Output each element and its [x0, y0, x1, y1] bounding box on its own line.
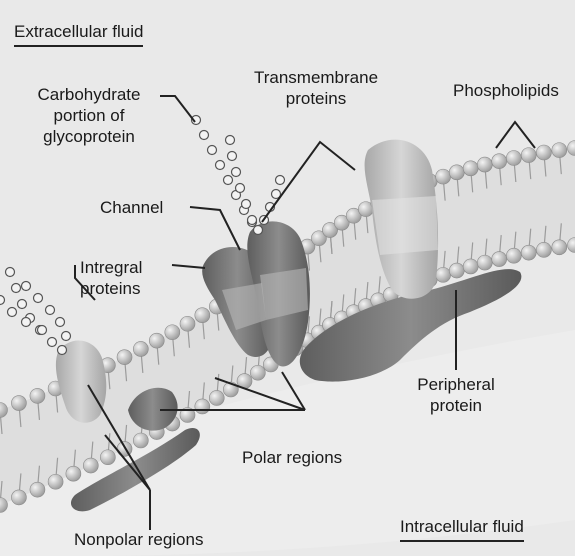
carbohydrate-bead [38, 326, 47, 335]
phospholipid-head [492, 252, 507, 267]
carbohydrate-bead [62, 332, 71, 341]
carbohydrate-bead [216, 161, 225, 170]
carbohydrate-bead [18, 300, 27, 309]
phospholipid-head [536, 145, 551, 160]
phospholipid-head [11, 490, 26, 505]
phospholipid-head [463, 161, 478, 176]
phospholipid-head [521, 245, 536, 260]
integral-proteins-label: Intregral proteins [80, 257, 142, 299]
carbohydrate-label-line1: Carbohydrate [18, 84, 160, 105]
carbohydrate-bead [254, 226, 263, 235]
carbohydrate-bead [46, 306, 55, 315]
carbohydrate-bead [226, 136, 235, 145]
phospholipid-head [117, 350, 132, 365]
carbohydrate-bead [56, 318, 65, 327]
phospholipid-head [250, 365, 265, 380]
phospholipid-head [100, 450, 115, 465]
integral-label-line2: proteins [80, 278, 142, 299]
channel-label: Channel [100, 197, 163, 218]
carbohydrate-bead [276, 176, 285, 185]
phospholipid-head [449, 165, 464, 180]
phospholipid-head [449, 263, 464, 278]
carbohydrate-bead [6, 268, 15, 277]
carbohydrate-bead [0, 296, 5, 305]
nonpolar-regions-label: Nonpolar regions [74, 529, 203, 550]
phospholipid-head [30, 388, 45, 403]
phospholipid-head [165, 325, 180, 340]
transmembrane-label: Transmembrane proteins [232, 67, 400, 109]
carbohydrate-bead [236, 184, 245, 193]
phospholipids-label: Phospholipids [453, 80, 559, 101]
carbohydrate-label-line2: portion of [18, 105, 160, 126]
phospholipid-head [209, 390, 224, 405]
phospholipid-head [552, 240, 567, 255]
phospholipid-head [492, 154, 507, 169]
phospholipid-head [463, 259, 478, 274]
carbohydrate-bead [8, 308, 17, 317]
phospholipid-head [477, 157, 492, 172]
transmembrane-label-line1: Transmembrane [232, 67, 400, 88]
phospholipid-head [195, 399, 210, 414]
phospholipid-head [66, 466, 81, 481]
carbohydrate-bead [200, 131, 209, 140]
carbohydrate-bead [248, 216, 257, 225]
peripheral-protein-label: Peripheral protein [400, 374, 512, 416]
carbohydrate-bead [224, 176, 233, 185]
extracellular-fluid-label: Extracellular fluid [14, 21, 143, 47]
polar-regions-label: Polar regions [242, 447, 342, 468]
peripheral-label-line1: Peripheral [400, 374, 512, 395]
phospholipid-head [436, 267, 451, 282]
phospholipid-head [521, 148, 536, 163]
phospholipid-head [133, 341, 148, 356]
carbohydrate-bead [48, 338, 57, 347]
carbohydrate-bead [34, 294, 43, 303]
carbohydrate-bead [228, 152, 237, 161]
carbohydrate-bead [242, 200, 251, 209]
phospholipid-head [30, 482, 45, 497]
carbohydrate-bead [22, 282, 31, 291]
carbohydrate-label-line3: glycoprotein [18, 126, 160, 147]
peripheral-label-line2: protein [400, 395, 512, 416]
carbohydrate-bead [232, 168, 241, 177]
phospholipid-head [11, 396, 26, 411]
carbohydrate-bead [12, 284, 21, 293]
phospholipid-head [180, 316, 195, 331]
phospholipid-head [436, 169, 451, 184]
phospholipid-head [48, 474, 63, 489]
phospholipid-head [149, 333, 164, 348]
phospholipid-head [506, 248, 521, 263]
phospholipid-head [133, 433, 148, 448]
integral-label-line1: Intregral [80, 257, 142, 278]
carbohydrate-bead [58, 346, 67, 355]
carbohydrate-bead [208, 146, 217, 155]
phospholipid-head [552, 143, 567, 158]
carbohydrate-label: Carbohydrate portion of glycoprotein [18, 84, 160, 147]
phospholipid-head [83, 458, 98, 473]
transmembrane-label-line2: proteins [232, 88, 400, 109]
phospholipid-head [477, 255, 492, 270]
protein-nonpolar-band [372, 196, 438, 255]
intracellular-fluid-label: Intracellular fluid [400, 516, 524, 542]
carbohydrate-bead [22, 318, 31, 327]
phospholipid-head [536, 242, 551, 257]
phospholipid-head [506, 151, 521, 166]
phospholipid-head [195, 308, 210, 323]
